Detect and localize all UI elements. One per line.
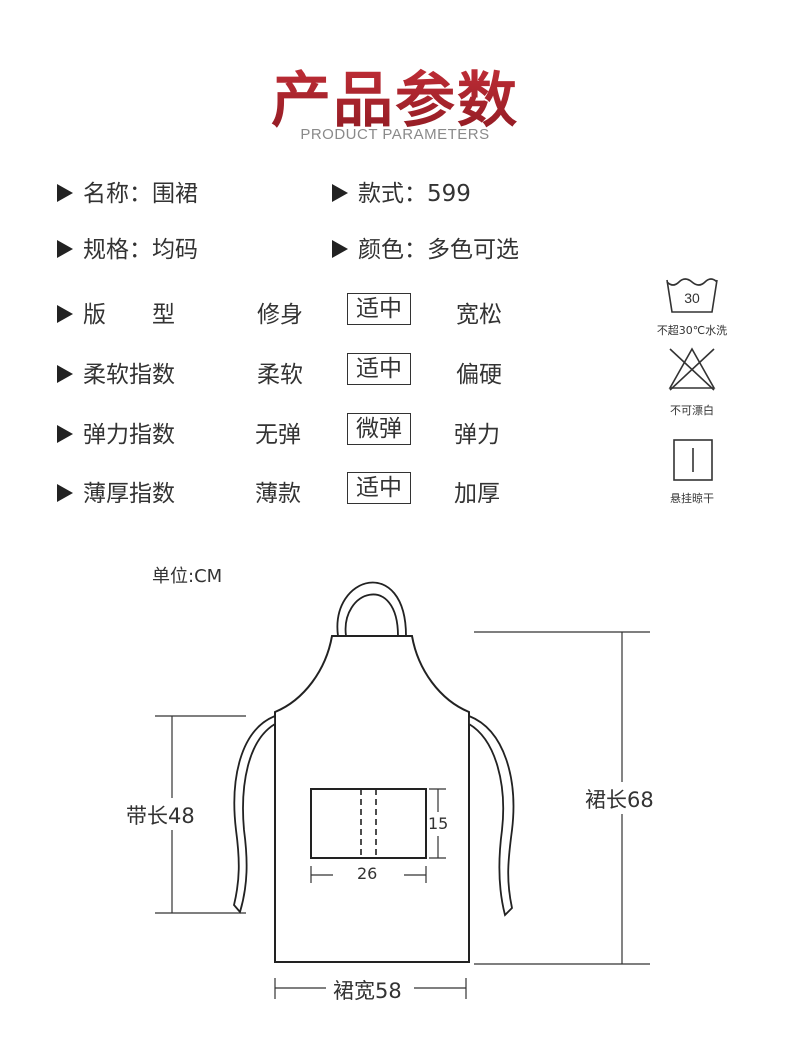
rating-option-selected: 微弹 bbox=[347, 413, 411, 445]
rating-row-softness: 柔软指数 bbox=[57, 355, 175, 389]
rating-option: 柔软 bbox=[257, 362, 303, 388]
info-name-label: 名称： bbox=[83, 181, 152, 207]
pocket-width-label: 26 bbox=[357, 864, 378, 883]
info-name-value: 围裙 bbox=[152, 181, 198, 207]
triangle-bullet-icon bbox=[332, 240, 348, 258]
neck-strap-outer bbox=[336, 581, 407, 637]
info-name: 名称：围裙 bbox=[57, 174, 198, 208]
rating-option: 薄款 bbox=[255, 481, 301, 507]
triangle-bullet-icon bbox=[57, 425, 73, 443]
neck-strap-inner bbox=[344, 593, 399, 637]
rating-label: 薄厚指数 bbox=[83, 481, 175, 507]
info-color-value: 多色可选 bbox=[427, 237, 519, 263]
dry-label: 悬挂晾干 bbox=[670, 492, 714, 505]
wash-label: 不超30℃水洗 bbox=[656, 324, 728, 337]
rating-row-thickness: 薄厚指数 bbox=[57, 474, 175, 508]
wash-30-icon: 30 bbox=[666, 278, 718, 313]
info-style-label: 款式： bbox=[358, 181, 427, 207]
rating-row-fit: 版 型 bbox=[57, 295, 175, 329]
pocket bbox=[310, 788, 427, 859]
apron-width-label: 裙宽58 bbox=[333, 979, 402, 1003]
triangle-bullet-icon bbox=[57, 240, 73, 258]
hang-dry-icon bbox=[673, 439, 713, 481]
triangle-bullet-icon bbox=[57, 484, 73, 502]
rating-option-selected: 适中 bbox=[347, 472, 411, 504]
info-style: 款式：599 bbox=[332, 174, 471, 208]
rating-option: 加厚 bbox=[454, 481, 500, 507]
pocket-height-label: 15 bbox=[428, 814, 449, 833]
triangle-bullet-icon bbox=[57, 184, 73, 202]
rating-row-elasticity: 弹力指数 bbox=[57, 415, 175, 449]
triangle-bullet-icon bbox=[332, 184, 348, 202]
rating-label: 版 型 bbox=[83, 302, 175, 328]
triangle-bullet-icon bbox=[57, 305, 73, 323]
info-size-value: 均码 bbox=[152, 237, 198, 263]
info-size: 规格：均码 bbox=[57, 230, 198, 264]
unit-label: 单位:CM bbox=[152, 566, 223, 587]
wash-temp-text: 30 bbox=[684, 290, 700, 306]
strap-length-label: 带长48 bbox=[126, 800, 195, 830]
page-subtitle: PRODUCT PARAMETERS bbox=[300, 126, 490, 143]
rating-option-selected: 适中 bbox=[347, 293, 411, 325]
rating-option: 修身 bbox=[257, 302, 303, 328]
bleach-label: 不可漂白 bbox=[670, 404, 714, 417]
rating-option: 偏硬 bbox=[456, 362, 502, 388]
info-color: 颜色：多色可选 bbox=[332, 230, 519, 264]
rating-label: 柔软指数 bbox=[83, 362, 175, 388]
info-size-label: 规格： bbox=[83, 237, 152, 263]
rating-option: 无弹 bbox=[255, 422, 301, 448]
page-title: 产品参数 bbox=[0, 52, 790, 139]
rating-option: 宽松 bbox=[456, 302, 502, 328]
triangle-bullet-icon bbox=[57, 365, 73, 383]
rating-label: 弹力指数 bbox=[83, 422, 175, 448]
rating-option: 弹力 bbox=[454, 422, 500, 448]
rating-option-selected: 适中 bbox=[347, 353, 411, 385]
apron-length-label: 裙长68 bbox=[585, 784, 654, 814]
right-tie-strap bbox=[468, 714, 515, 917]
no-bleach-icon bbox=[668, 347, 716, 391]
info-color-label: 颜色： bbox=[358, 237, 427, 263]
info-style-value: 599 bbox=[427, 181, 471, 207]
left-tie-strap bbox=[233, 714, 276, 914]
